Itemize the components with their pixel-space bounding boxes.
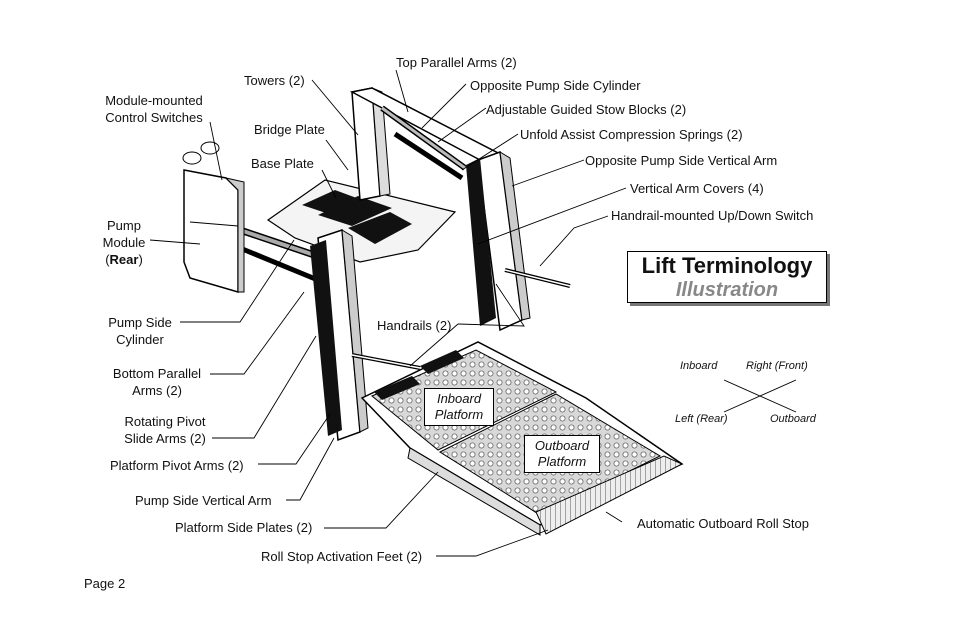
label-vertical-arm-covers: Vertical Arm Covers (4) — [630, 181, 764, 196]
label-roll-stop-activation-feet: Roll Stop Activation Feet (2) — [261, 549, 423, 564]
label-handrails: Handrails (2) — [377, 318, 452, 333]
direction-inboard: Inboard — [680, 360, 718, 372]
label-bridge-plate: Bridge Plate — [254, 122, 325, 137]
label-bottom-parallel-arms: Bottom Parallel Arms (2) — [112, 366, 202, 398]
label-opposite-pump-side-cylinder: Opposite Pump Side Cylinder — [470, 78, 641, 93]
pump-module-drawing — [182, 141, 245, 293]
label-pump-side-cylinder: Pump Side Cylinder — [108, 315, 172, 347]
direction-right-front: Right (Front) — [746, 360, 808, 372]
label-automatic-outboard-roll-stop: Automatic Outboard Roll Stop — [637, 516, 809, 531]
platform-drawing — [360, 341, 684, 536]
page-number: Page 2 — [84, 576, 126, 591]
inboard-platform-label: Inboard Platform — [424, 388, 494, 426]
label-module-control-switches: Module-mounted Control Switches — [105, 93, 203, 125]
label-opposite-pump-side-vertical-arm: Opposite Pump Side Vertical Arm — [585, 153, 778, 168]
label-unfold-assist-springs: Unfold Assist Compression Springs (2) — [520, 127, 743, 142]
label-pump-side-vertical-arm: Pump Side Vertical Arm — [135, 493, 272, 508]
label-rotating-pivot-slide-arms: Rotating Pivot Slide Arms (2) — [124, 414, 206, 446]
title-box: Lift Terminology Illustration — [627, 251, 827, 303]
label-handrail-switch: Handrail-mounted Up/Down Switch — [611, 208, 814, 223]
label-towers: Towers (2) — [244, 73, 305, 88]
label-adjustable-guided-stow-blocks: Adjustable Guided Stow Blocks (2) — [486, 102, 687, 117]
opposite-vertical-arm-drawing — [466, 150, 571, 332]
leader-lines — [149, 69, 797, 557]
direction-outboard: Outboard — [770, 413, 816, 425]
title-line2: Illustration — [675, 279, 779, 301]
label-platform-pivot-arms: Platform Pivot Arms (2) — [110, 458, 244, 473]
label-top-parallel-arms: Top Parallel Arms (2) — [396, 55, 517, 70]
base-plate-drawing — [266, 179, 457, 263]
title-line1: Lift Terminology — [641, 253, 813, 278]
label-pump-module: Pump Module (Rear) — [102, 218, 146, 267]
direction-left-rear: Left (Rear) — [675, 413, 728, 425]
outboard-platform-label: Outboard Platform — [524, 435, 600, 473]
label-platform-side-plates: Platform Side Plates (2) — [175, 520, 313, 535]
label-base-plate: Base Plate — [251, 156, 314, 171]
pump-side-vertical-arm-drawing — [310, 228, 421, 442]
